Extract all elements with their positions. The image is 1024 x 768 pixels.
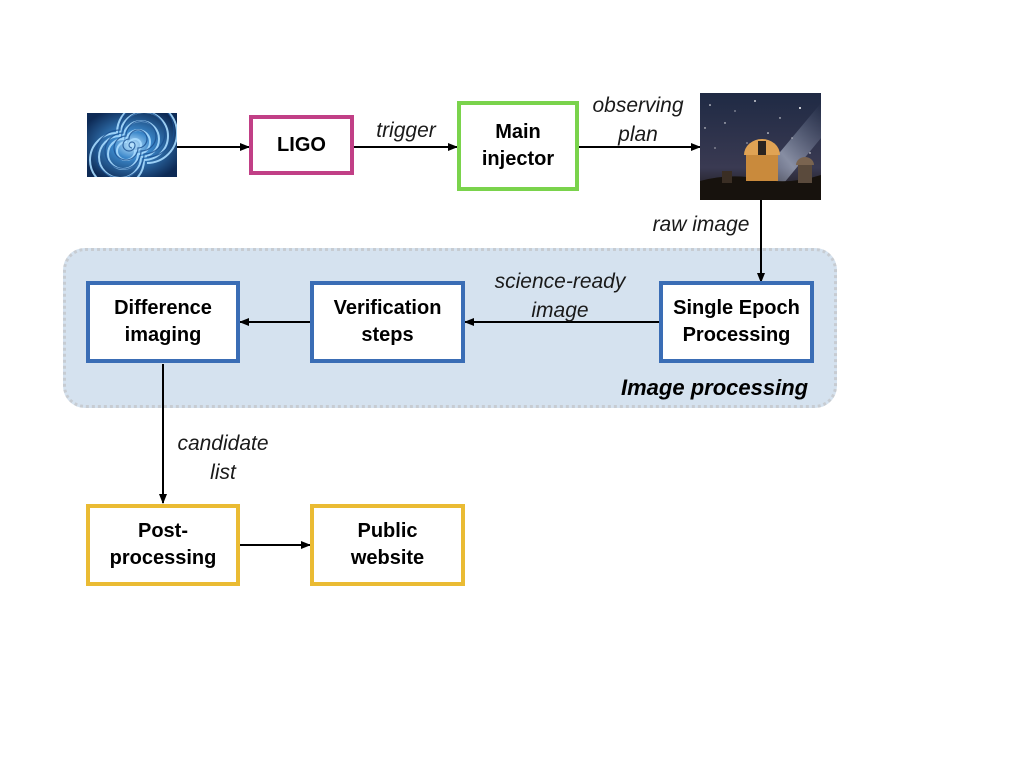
edge-label-trigger: trigger — [376, 119, 436, 142]
single-epoch-processing-box: Single Epoch Processing — [659, 281, 814, 363]
difference-imaging-box: Difference imaging — [86, 281, 240, 363]
main-injector-box: Main injector — [457, 101, 579, 191]
telescope-observatory-image — [700, 93, 821, 200]
ligo-box: LIGO — [249, 115, 354, 175]
edge-label-raw-image: raw image — [652, 213, 750, 236]
gravitational-wave-spiral-icon — [87, 113, 177, 177]
edge-label-observing-plan: observing plan — [592, 94, 684, 146]
verification-steps-box: Verification steps — [310, 281, 465, 363]
public-website-box: Public website — [310, 504, 465, 586]
edge-label-science-ready-image: science-ready image — [494, 270, 626, 322]
edge-label-candidate-list: candidate list — [177, 432, 269, 484]
image-processing-title: Image processing — [621, 375, 809, 400]
post-processing-box: Post- processing — [86, 504, 240, 586]
